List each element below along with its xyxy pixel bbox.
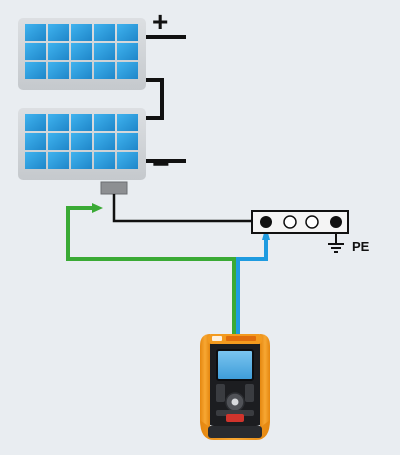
terminal-socket-3 <box>305 215 319 229</box>
series-link-wire <box>146 78 164 120</box>
positive-terminal-label: + <box>152 6 169 37</box>
solar-cell <box>25 24 46 41</box>
solar-cell <box>71 43 92 60</box>
green-test-lead <box>66 206 236 340</box>
solar-cell <box>48 24 69 41</box>
solar-panel-top <box>18 18 146 90</box>
terminal-block-body <box>251 210 349 234</box>
solar-cell <box>25 114 46 131</box>
solar-cell <box>94 62 115 79</box>
solar-cell <box>25 152 46 169</box>
solar-cell <box>48 133 69 150</box>
solar-cell <box>25 133 46 150</box>
solar-cell <box>117 24 138 41</box>
junction-box <box>100 181 128 195</box>
solar-cell <box>71 24 92 41</box>
instrument-screen <box>216 349 254 381</box>
solar-cell <box>117 43 138 60</box>
solar-cell <box>94 152 115 169</box>
solar-cell <box>48 114 69 131</box>
negative-terminal-label: − <box>152 148 170 181</box>
solar-cell <box>48 62 69 79</box>
solar-cell <box>94 43 115 60</box>
solar-cell <box>71 152 92 169</box>
solar-cell <box>117 114 138 131</box>
solar-panel-bottom <box>18 108 146 180</box>
terminal-socket-4 <box>330 216 342 228</box>
green-probe-clip-icon <box>92 203 103 213</box>
solar-cell <box>94 24 115 41</box>
pe-label: PE <box>352 239 370 254</box>
solar-cell <box>117 62 138 79</box>
solar-cell <box>48 152 69 169</box>
solar-cell <box>94 133 115 150</box>
earth-ground-icon <box>328 233 344 253</box>
terminal-socket-1 <box>260 216 272 228</box>
solar-cell <box>71 133 92 150</box>
solar-cell <box>71 62 92 79</box>
frame-earth-wire <box>112 194 252 223</box>
solar-cell <box>71 114 92 131</box>
solar-cell <box>48 43 69 60</box>
installation-tester-icon <box>200 334 270 440</box>
solar-cell <box>117 133 138 150</box>
panel-cells <box>25 114 138 169</box>
solar-cell <box>25 62 46 79</box>
solar-cell <box>25 43 46 60</box>
solar-cell <box>117 152 138 169</box>
blue-test-lead <box>236 228 268 340</box>
panel-cells <box>25 24 138 79</box>
pe-terminal-block <box>251 210 349 234</box>
solar-cell <box>94 114 115 131</box>
terminal-socket-2 <box>283 215 297 229</box>
